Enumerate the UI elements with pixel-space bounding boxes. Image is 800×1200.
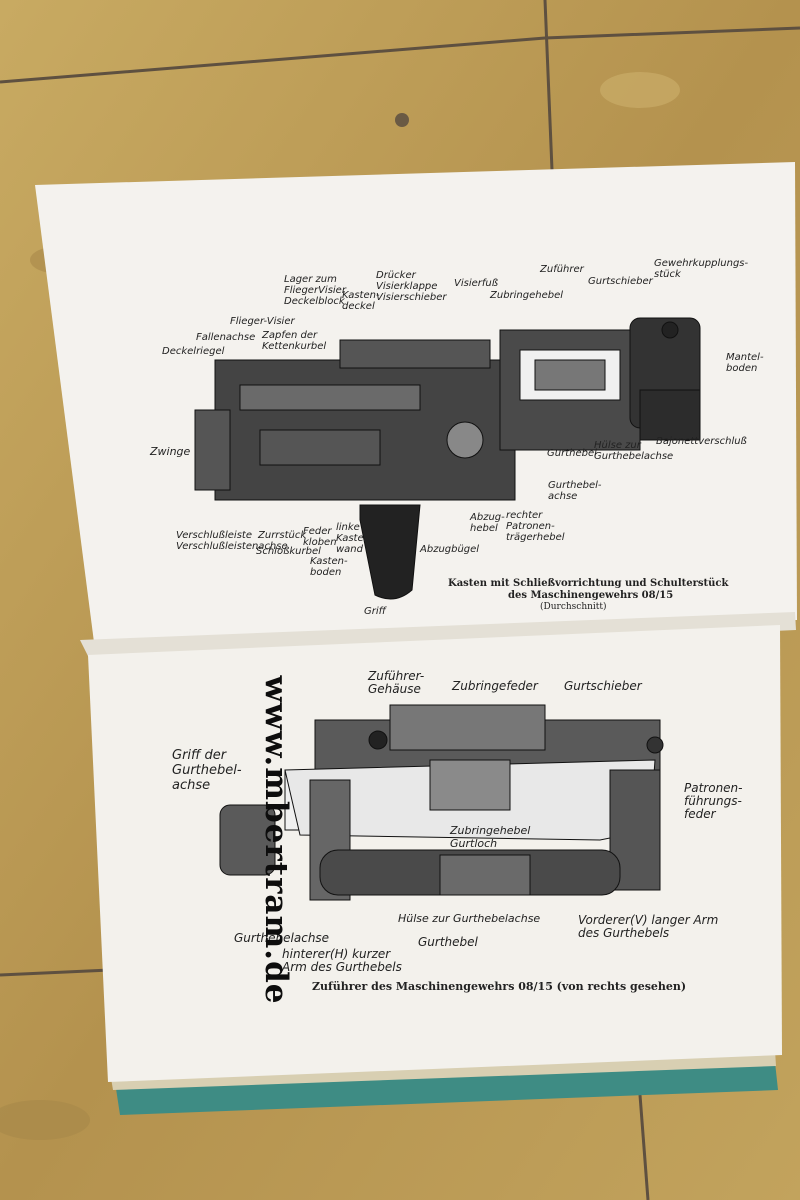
label-zufuehrer: Zuführer (540, 264, 584, 275)
label-linke-kastenwand: linke Kasten- wand (336, 522, 374, 555)
label-griff-gurthebelachse: Griff der Gurthebel- achse (172, 748, 242, 793)
label-lager-fliegervisier: Lager zum FliegerVisier Deckelblock (284, 274, 346, 307)
watermark: www.mbertram.de (246, 676, 306, 1005)
label-fallenachse: Fallenachse (196, 332, 256, 343)
label-gurtschieber-bottom: Gurtschieber (564, 679, 642, 693)
label-visierfuss: Visierfuß (454, 278, 499, 289)
label-kastendeckel: Kasten- deckel (342, 290, 380, 312)
label-verschlussleiste: Verschlußleiste Verschlußleistenachse (176, 530, 288, 552)
label-schlosskurbel: Schloßkurbel (256, 546, 321, 557)
top-caption-line2: des Maschinengewehrs 08/15 (508, 590, 674, 601)
label-gurthebelachse-top: Gurthebel- achse (548, 480, 602, 502)
label-patronentraegerhebel: rechter Patronen- trägerhebel (506, 510, 565, 543)
label-gurthebelachse-bottom: Gurthebelachse (234, 931, 330, 945)
label-zubringehebel-gurtloch: Zubringehebel Gurtloch (450, 824, 531, 850)
label-deckelriegel: Deckelriegel (162, 346, 225, 357)
label-gewehrkupplungsstueck: Gewehrkupplungs- stück (654, 258, 749, 280)
label-gurthebel-bottom: Gurthebel (418, 935, 478, 949)
label-zurrstueck: Zurrstück (258, 530, 307, 541)
label-abzughebel: Abzug- hebel (470, 512, 505, 534)
label-flieger-visier: Flieger-Visier (230, 316, 295, 327)
label-zwinge: Zwinge (150, 445, 191, 458)
label-zapfen-kettenkurbel: Zapfen der Kettenkurbel (262, 330, 327, 352)
label-vorderer-arm: Vorderer(V) langer Arm des Gurthebels (578, 913, 719, 940)
label-patronenfuehrungsfeder: Patronen- führungs- feder (684, 781, 743, 821)
watermark-text: www.mbertram.de (258, 675, 294, 1005)
label-kastenboden: Kasten- boden (310, 556, 348, 578)
label-zubringefeder: Zubringefeder (452, 679, 538, 693)
label-mantelboden: Mantel- boden (726, 352, 764, 374)
top-caption-line3: (Durchschnitt) (540, 602, 607, 612)
label-druecker-visierklappe: Drücker Visierklappe Visierschieber (376, 270, 447, 303)
label-bajonettverschluss: Bajonettverschluß (656, 436, 747, 447)
label-huelse-gurthebelachse: Hülse zur Gurthebelachse (594, 440, 674, 462)
bottom-caption: Zuführer des Maschinengewehrs 08/15 (von… (312, 980, 687, 993)
label-federkloben: Feder kloben (303, 526, 337, 548)
label-gurthebel-top: Gurthebel (547, 448, 597, 459)
label-hinterer-arm: hinterer(H) kurzer Arm des Gurthebels (282, 947, 402, 974)
label-gurtschieber: Gurtschieber (588, 276, 653, 287)
label-zufuehrer-gehaeuse: Zuführer- Gehäuse (368, 669, 425, 696)
label-griff-top: Griff (364, 606, 386, 617)
label-zubringehebel: Zubringehebel (490, 290, 564, 301)
top-caption-line1: Kasten mit Schließvorrichtung und Schult… (448, 578, 729, 589)
label-abzugbuegel: Abzugbügel (420, 544, 480, 555)
label-huelse-bottom: Hülse zur Gurthebelachse (398, 912, 541, 925)
